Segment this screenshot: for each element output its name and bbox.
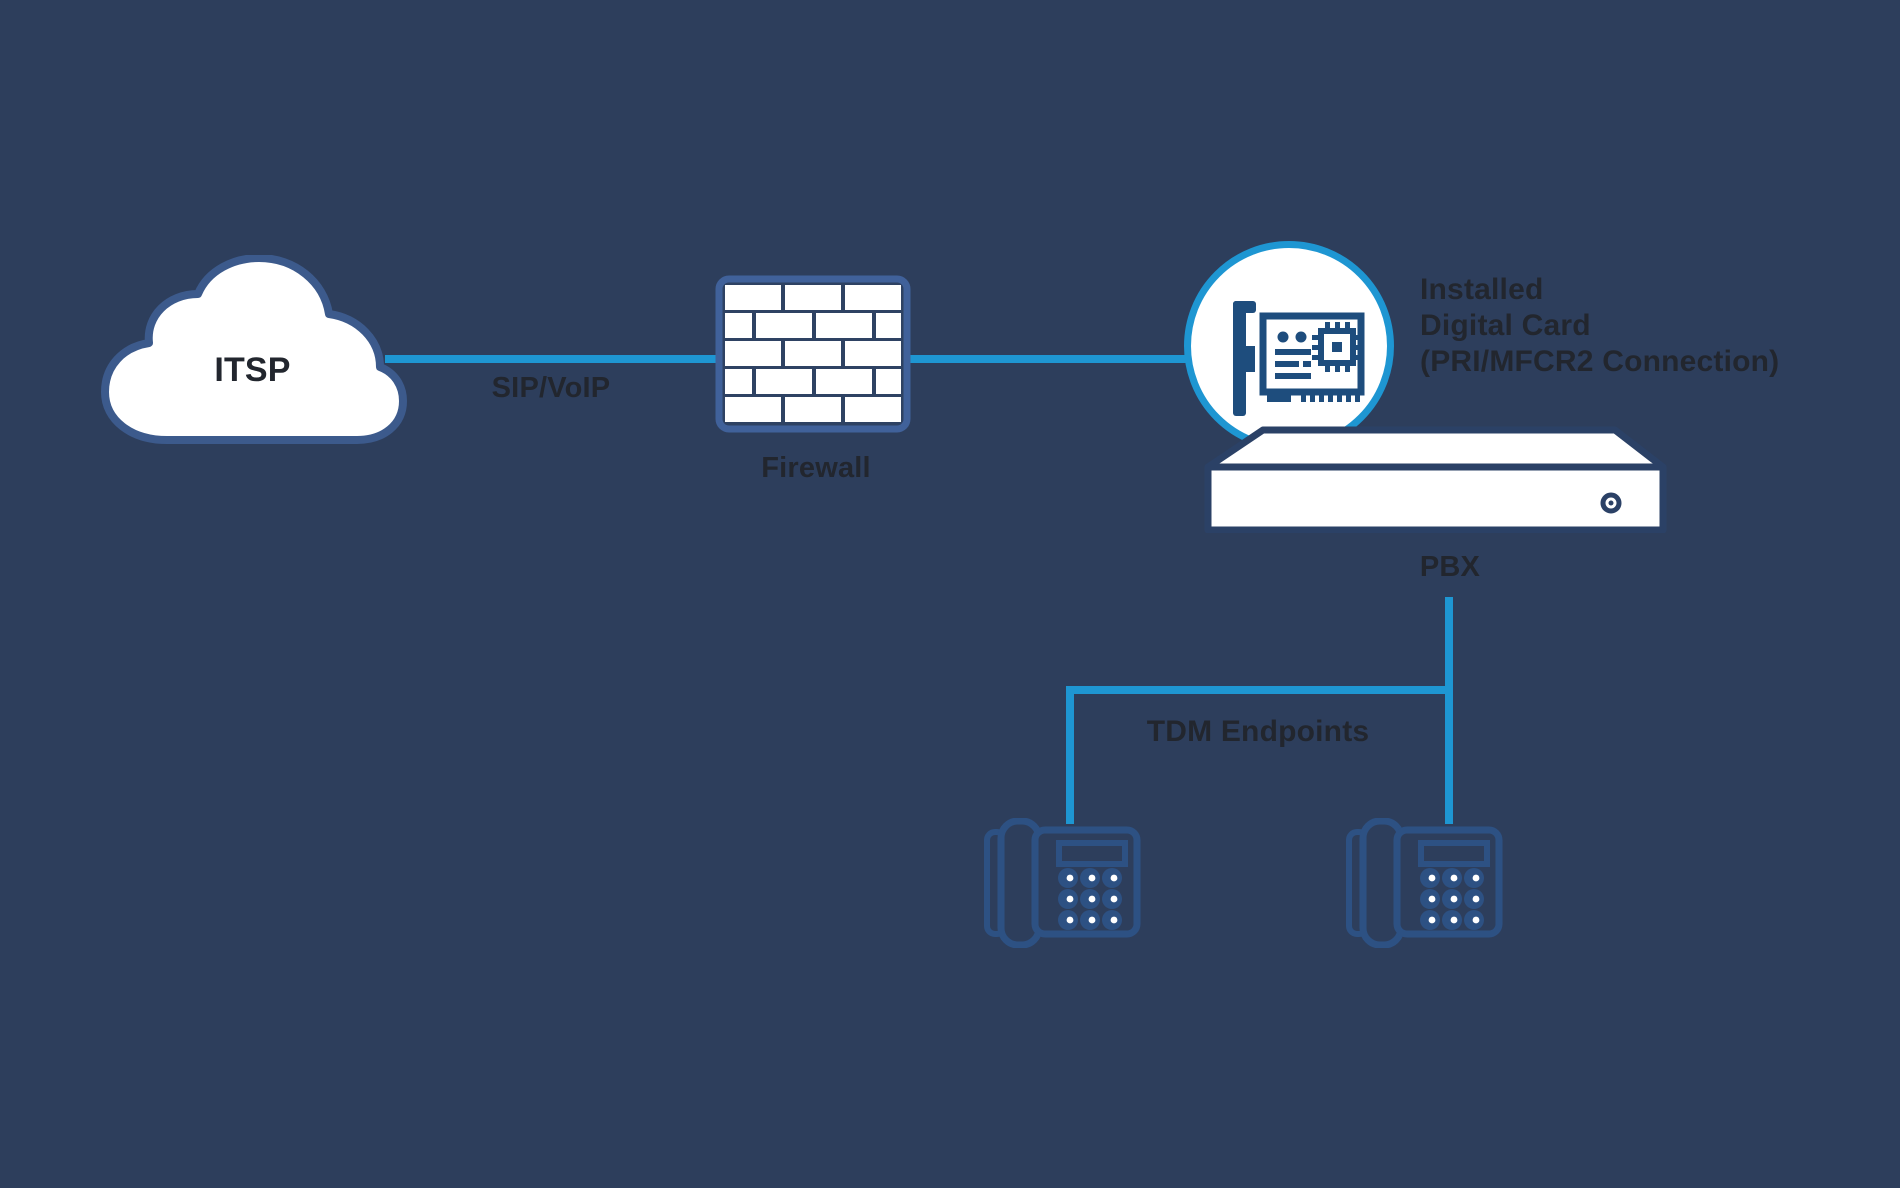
cloud-icon — [101, 254, 407, 444]
sip-voip-label: SIP/VoIP — [491, 372, 611, 404]
firewall-brick-icon — [715, 275, 911, 433]
connector-firewall-card — [905, 355, 1188, 363]
connector-itsp-firewall — [385, 355, 720, 363]
pbx-label: PBX — [1419, 551, 1481, 583]
desk-phone-icon — [984, 817, 1141, 949]
firewall-label: Firewall — [761, 452, 871, 484]
tdm-endpoints-label: TDM Endpoints — [1146, 715, 1370, 748]
pbx-server-icon — [1204, 426, 1667, 534]
firewall-node — [715, 275, 911, 438]
pbx-node — [1203, 423, 1668, 538]
connector-branch-left-phone — [1066, 686, 1074, 824]
connector-branch-horizontal — [1066, 686, 1453, 694]
digital-card-label-line3: (PRI/MFCR2 Connection) — [1420, 345, 1780, 378]
pci-card-icon — [1233, 301, 1365, 416]
digital-card-label-line2: Digital Card — [1420, 309, 1591, 342]
desk-phone-icon — [1346, 817, 1503, 949]
tdm-phone-left — [983, 817, 1143, 953]
itsp-label: ITSP — [214, 351, 291, 389]
digital-card-label: Installed Digital Card (PRI/MFCR2 Connec… — [1420, 272, 1840, 380]
itsp-cloud-node: ITSP — [95, 254, 410, 450]
digital-card-node — [1184, 241, 1394, 451]
connector-pbx-down — [1445, 597, 1453, 824]
digital-card-label-line1: Installed — [1420, 273, 1544, 306]
tdm-phone-right — [1345, 817, 1505, 953]
